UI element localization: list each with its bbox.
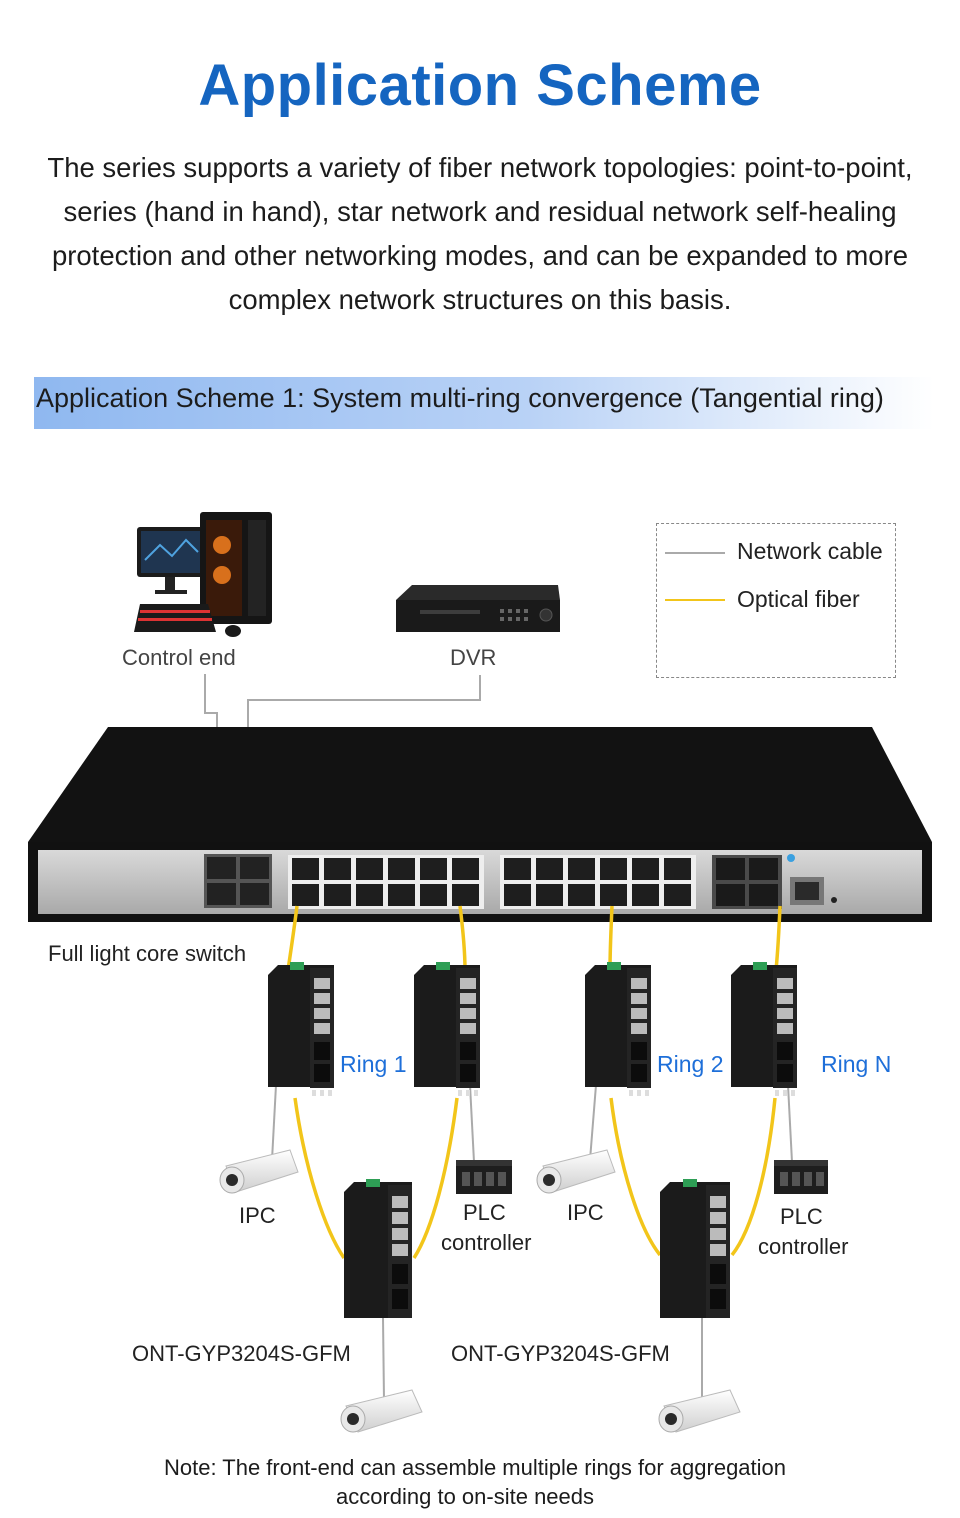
edge-network-cables <box>271 1084 793 1401</box>
note-line-1: Note: The front-end can assemble multipl… <box>163 1455 787 1480</box>
industrial-switch-ont-right <box>660 1179 730 1318</box>
ipc-label-left: IPC <box>239 1203 276 1228</box>
ont-label-left: ONT-GYP3204S-GFM <box>132 1341 351 1366</box>
ipc-camera-icon-bottom-right <box>658 1389 741 1433</box>
plc-label-left: PLC <box>463 1200 506 1225</box>
dvr-device-icon <box>396 585 560 632</box>
legend-network-cable: Network cable <box>737 538 883 564</box>
industrial-switch-ont-left <box>344 1179 412 1318</box>
ipc-camera-icon-mid <box>536 1149 616 1194</box>
plc-controller-icon-right <box>774 1160 828 1194</box>
ring-n-label: Ring N <box>821 1051 892 1077</box>
network-cable-swatch <box>665 552 725 554</box>
ring-1-label: Ring 1 <box>340 1051 407 1077</box>
note-line-2: according to on-site needs <box>335 1484 595 1509</box>
intro-paragraph: The series supports a variety of fiber n… <box>47 152 913 315</box>
core-switch-label: Full light core switch <box>48 941 247 966</box>
plc-label-right: PLC <box>780 1204 823 1229</box>
plc-controller-label-left: controller <box>441 1230 532 1255</box>
industrial-switch-ringn-a <box>731 962 797 1096</box>
industrial-switch-ring1-a <box>268 962 334 1096</box>
optical-fiber-swatch <box>665 599 725 601</box>
scheme-heading-bar <box>34 377 934 429</box>
control-end-computer-icon <box>134 512 272 637</box>
ipc-camera-icon-bottom-left <box>340 1389 423 1433</box>
plc-controller-label-right: controller <box>758 1234 849 1259</box>
optical-fiber-links <box>286 905 782 1259</box>
ring-2-label: Ring 2 <box>657 1051 724 1077</box>
industrial-switch-ring2-a <box>585 962 651 1096</box>
ipc-camera-icon-left <box>219 1149 299 1194</box>
scheme-heading: Application Scheme 1: System multi-ring … <box>36 383 884 413</box>
ipc-label-mid: IPC <box>567 1200 604 1225</box>
legend-optical-fiber: Optical fiber <box>737 586 860 612</box>
plc-controller-icon-left <box>456 1160 512 1194</box>
legend: Network cable Optical fiber <box>656 523 896 678</box>
industrial-switch-ring1-b <box>414 962 480 1096</box>
control-end-label: Control end <box>122 645 236 670</box>
core-switch-device <box>28 727 932 922</box>
page-title: Application Scheme <box>198 53 762 118</box>
ont-label-right: ONT-GYP3204S-GFM <box>451 1341 670 1366</box>
dvr-label: DVR <box>450 645 497 670</box>
